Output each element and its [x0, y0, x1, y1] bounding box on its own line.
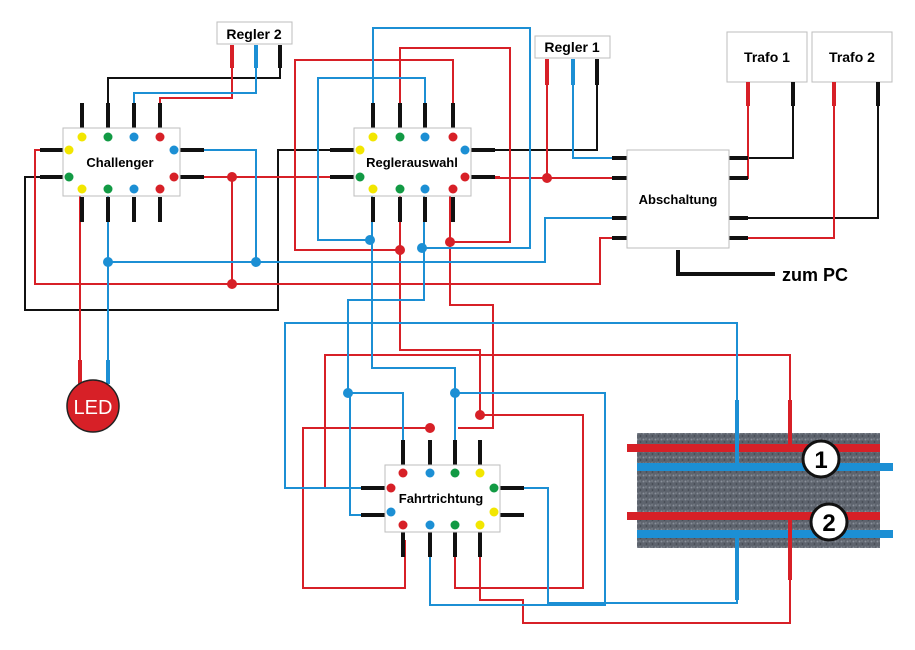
- trafo1-box: Trafo 1: [726, 31, 808, 106]
- fahrtrichtung-label: Fahrtrichtung: [399, 491, 484, 506]
- pc-cable: [676, 250, 775, 276]
- reglerauswahl-label: Reglerauswahl: [366, 155, 458, 170]
- wires-black: [24, 45, 879, 311]
- track2-badge: 2: [809, 502, 849, 542]
- track-feed-pins: [735, 400, 792, 600]
- regler1-box: Regler 1: [534, 35, 611, 85]
- reglerauswahl-module: Reglerauswahl: [330, 103, 495, 222]
- trafo2-box: Trafo 2: [811, 31, 893, 106]
- challenger-module: Challenger: [40, 103, 204, 222]
- regler2-box: Regler 2: [216, 21, 293, 68]
- track2-number: 2: [822, 510, 835, 537]
- junction-dots: [103, 172, 552, 433]
- regler2-label: Regler 2: [226, 26, 281, 42]
- abschaltung-module: Abschaltung: [612, 149, 748, 249]
- led-indicator: LED: [66, 360, 120, 433]
- fahrtrichtung-module: Fahrtrichtung: [361, 440, 524, 557]
- track-section: [627, 433, 893, 548]
- led-label: LED: [74, 397, 113, 419]
- challenger-label: Challenger: [86, 155, 153, 170]
- zum-pc-label: zum PC: [782, 265, 848, 285]
- regler1-label: Regler 1: [544, 39, 599, 55]
- track1-badge: 1: [801, 439, 841, 479]
- trafo2-label: Trafo 2: [829, 49, 875, 65]
- trafo1-label: Trafo 1: [744, 49, 790, 65]
- track1-number: 1: [814, 447, 827, 474]
- abschaltung-label: Abschaltung: [639, 192, 718, 207]
